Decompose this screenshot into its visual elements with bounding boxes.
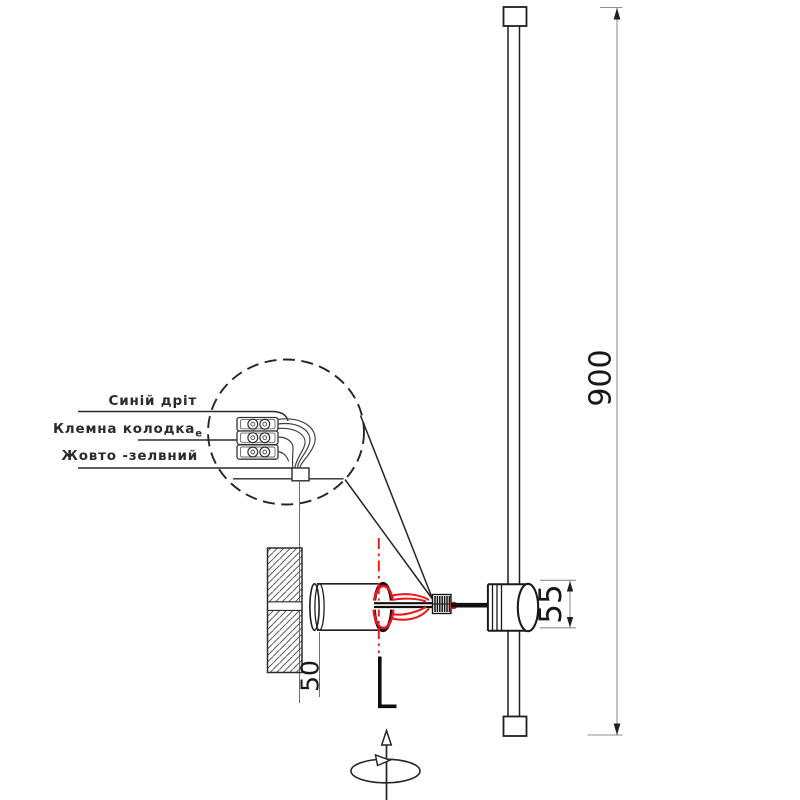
detail-baseplate (233, 467, 344, 482)
label-yellow-green-wire: Жовто -зелвний (61, 448, 198, 464)
terminal-block (236, 416, 279, 460)
wall-section (266, 547, 304, 674)
label-blue-wire-text: Синій дріт (108, 393, 197, 409)
power-wire-pair (374, 602, 433, 609)
label-terminal-block-subscript: е (195, 428, 202, 440)
dim-900-value: 900 (583, 349, 619, 407)
corner-marker (378, 656, 397, 709)
dim-900-arrows (613, 8, 621, 735)
callout-leader-lines (344, 415, 434, 601)
label-yellow-green-wire-text: Жовто -зелвний (61, 448, 198, 464)
terminal-screws (247, 418, 271, 458)
lamp-rod (502, 6, 528, 737)
lamp-rod-bottom-cap (502, 715, 528, 737)
coil-connector (431, 593, 452, 615)
wall-mount-cylinder (486, 582, 540, 633)
dim-55-arrows (566, 581, 574, 628)
detail-circle (207, 358, 365, 506)
red-wires (392, 593, 430, 621)
lamp-rod-top-cap (502, 6, 528, 27)
label-terminal-block: Клемна колодкае (53, 421, 202, 440)
wire-slot (370, 600, 396, 610)
rotation-axis-icon (350, 728, 421, 800)
label-terminal-block-text: Клемна колодка (52, 421, 196, 437)
dim-50-value: 50 (295, 660, 325, 692)
dim-900-lines (587, 6, 623, 736)
detail-wire-bundle (277, 418, 316, 468)
dim-55-value: 55 (533, 584, 569, 624)
label-blue-wire: Синій дріт (109, 393, 198, 409)
